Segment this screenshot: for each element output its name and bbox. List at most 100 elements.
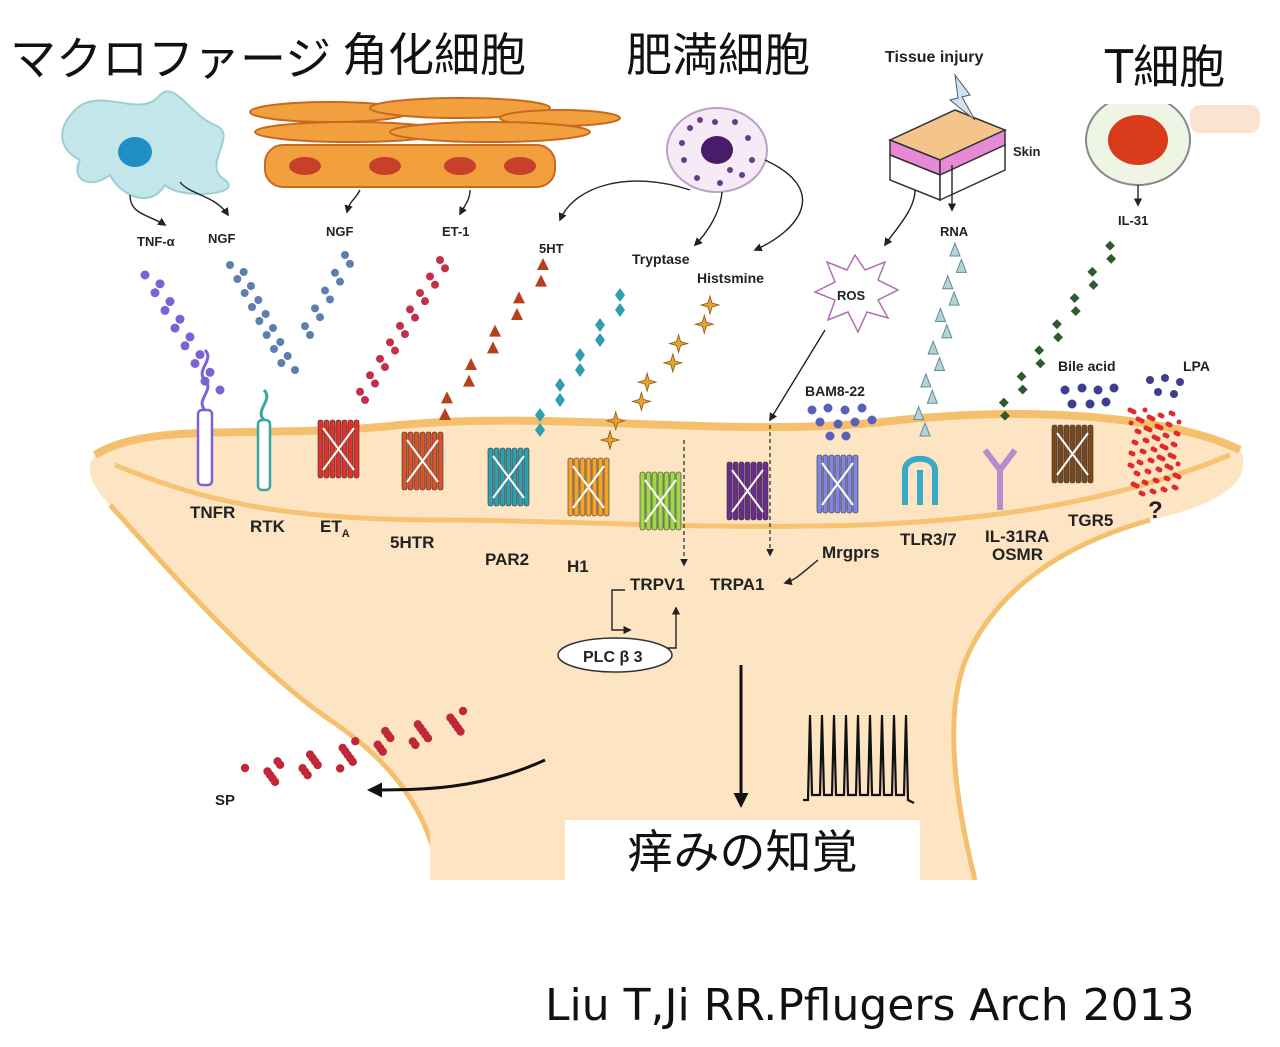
- eta-receptor-helix: [329, 419, 336, 479]
- rna-particle: [933, 356, 946, 372]
- il31-particle: [1017, 384, 1028, 395]
- h1-receptor-helix: [591, 457, 598, 517]
- et1-particle: [416, 288, 424, 297]
- unknown-receptor-dot: [1159, 413, 1165, 419]
- unknown-receptor-dot: [1143, 480, 1149, 486]
- rna-particle: [919, 421, 931, 437]
- histamine-particle: [693, 313, 715, 335]
- il31-particle: [1106, 253, 1117, 264]
- serotonin-particle: [489, 324, 501, 337]
- bile-acid-particle: [1067, 399, 1077, 409]
- tnf-alpha-particle: [155, 279, 165, 289]
- ngf-particle: [283, 352, 292, 360]
- ngf-particle: [321, 286, 329, 295]
- unknown-receptor-dot: [1162, 487, 1168, 493]
- sp-particle: [275, 760, 285, 769]
- label-mrgprs: Mrgprs: [822, 543, 880, 562]
- sp-particle: [303, 770, 312, 780]
- sp-particle: [458, 706, 468, 716]
- tnf-alpha-particle: [180, 341, 190, 351]
- ngf-particle: [261, 310, 270, 318]
- bam-particle: [840, 405, 850, 415]
- par2-receptor-helix: [499, 447, 506, 507]
- label-plc: PLC β 3: [583, 649, 643, 666]
- lpa-particle: [1161, 374, 1169, 382]
- serotonin-particle: [513, 291, 525, 304]
- serotonin-particle: [511, 308, 523, 320]
- unknown-receptor-dot: [1155, 436, 1161, 442]
- rna-particle: [949, 241, 961, 257]
- tgr5-receptor-detail: [1056, 432, 1089, 476]
- trpa1-channel-helix: [762, 461, 769, 521]
- tryptase-particle: [575, 348, 585, 362]
- il31-particle: [1000, 410, 1010, 421]
- tnf-alpha-particle: [165, 297, 175, 307]
- histamine-particle: [662, 352, 684, 374]
- bile-acid-particle: [1109, 383, 1119, 393]
- trpa1-channel-helix: [750, 461, 757, 521]
- unknown-receptor-dot: [1152, 447, 1158, 453]
- tgr5-receptor-helix: [1087, 424, 1094, 484]
- sp-particle: [411, 740, 420, 750]
- tryptase-particle: [615, 288, 625, 302]
- histamine-particle: [605, 410, 627, 432]
- plc-oval: [557, 637, 673, 673]
- sp-particle: [313, 760, 322, 770]
- bile-acid-particle: [1060, 385, 1070, 395]
- tryptase-particle: [615, 303, 625, 317]
- histamine-particle: [636, 371, 658, 393]
- label-rtk: RTK: [250, 517, 286, 536]
- et1-particle: [361, 396, 369, 404]
- unknown-receptor-dot: [1144, 438, 1150, 444]
- membrane-receptors: [196, 348, 1182, 531]
- label-5htr: 5HTR: [390, 533, 434, 552]
- label-il31ra: IL-31RA: [985, 527, 1049, 546]
- et1-particle: [406, 305, 414, 314]
- trpv1-channel-helix: [639, 471, 646, 531]
- bam-particle: [857, 403, 867, 413]
- tryptase-particle: [535, 423, 545, 437]
- sp-particle: [240, 763, 250, 773]
- tnf-alpha-particle: [140, 270, 150, 280]
- mrgprs-receptor: [816, 454, 859, 514]
- tnfr-loop: [200, 348, 210, 412]
- unknown-receptor-dot: [1176, 419, 1182, 425]
- unknown-receptor-dot: [1131, 409, 1137, 415]
- label-tlr: TLR3/7: [900, 530, 957, 549]
- label-tnfr: TNFR: [190, 503, 235, 522]
- 5htr-receptor-helix: [437, 431, 444, 491]
- unknown-receptor-dot: [1154, 478, 1160, 484]
- par2-receptor-helix: [487, 447, 494, 507]
- eta-receptor-helix: [353, 419, 360, 479]
- unknown-receptor-dot: [1141, 449, 1147, 455]
- lpa-particle: [1154, 388, 1162, 396]
- ngf-particle: [247, 282, 255, 290]
- action-potential-trace: [803, 714, 915, 804]
- bam-particle: [841, 431, 851, 441]
- sp-particle: [270, 777, 280, 787]
- 5htr-receptor-helix: [413, 431, 420, 491]
- mast-cell: [666, 107, 768, 193]
- ngf-particle: [341, 251, 349, 259]
- tryptase-particle: [535, 408, 545, 422]
- h1-receptor-helix: [579, 457, 586, 517]
- tnf-alpha-particle: [150, 288, 160, 298]
- rna-particle: [955, 257, 968, 273]
- ngf-particle: [233, 275, 242, 283]
- par2-receptor-helix: [511, 447, 518, 507]
- label-unknown: ?: [1148, 497, 1163, 524]
- trpa1-channel-detail: [731, 469, 764, 513]
- trpv1-channel-helix: [675, 471, 682, 531]
- et1-particle: [401, 330, 409, 339]
- et1-particle: [366, 371, 374, 380]
- heading-macrophage: マクロファージ: [4, 34, 338, 84]
- mrgprs-receptor-helix: [816, 454, 823, 514]
- et1-particle: [426, 272, 434, 281]
- sp-particle: [386, 733, 395, 743]
- lpa-particle: [1176, 378, 1184, 386]
- ngf-particle: [269, 324, 277, 332]
- bile-acid-particle: [1093, 385, 1103, 395]
- bile-acid-particle: [1085, 399, 1095, 409]
- label-tissue-injury: Tissue injury: [885, 49, 984, 66]
- unknown-receptor-dot: [1139, 418, 1145, 424]
